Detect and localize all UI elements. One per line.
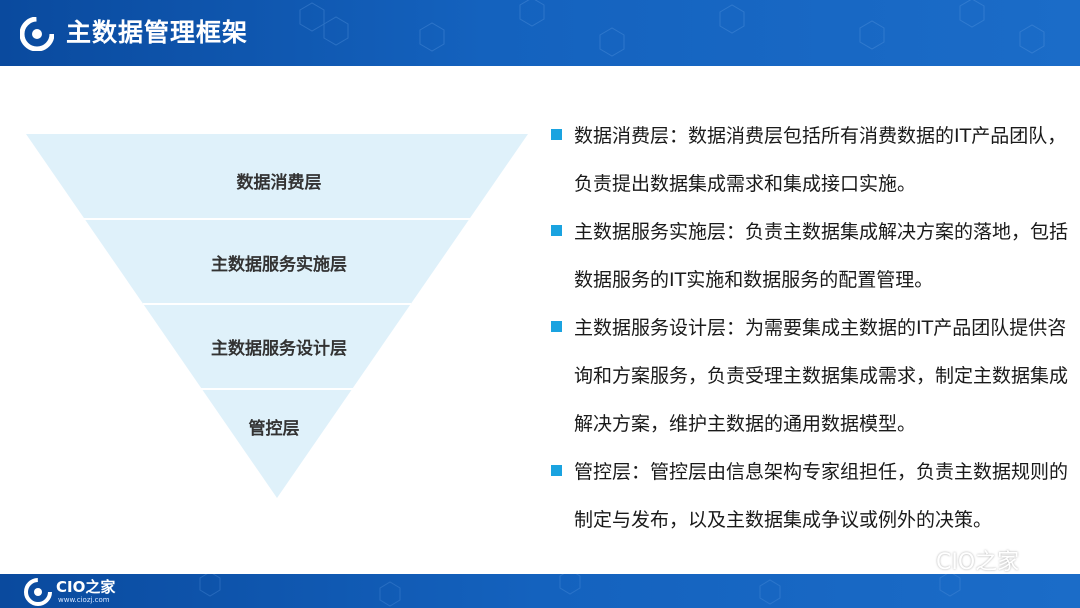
footer-bar: CIO之家 www.ciozj.com	[0, 574, 1080, 608]
list-item-text: 管控层：管控层由信息架构专家组担任，负责主数据规则的制定与发布，以及主数据集成争…	[574, 461, 1069, 531]
header-hex-pattern	[299, 0, 1045, 57]
page-title: 主数据管理框架	[66, 18, 249, 47]
list-item-text: 数据消费层：数据消费层包括所有消费数据的IT产品团队，负责提出数据集成需求和集成…	[574, 125, 1067, 195]
wechat-icon	[900, 549, 929, 571]
description-list: 数据消费层：数据消费层包括所有消费数据的IT产品团队，负责提出数据集成需求和集成…	[548, 112, 1068, 544]
list-item: 数据消费层：数据消费层包括所有消费数据的IT产品团队，负责提出数据集成需求和集成…	[548, 112, 1068, 208]
wechat-watermark: CIO之家	[900, 544, 1019, 576]
pyramid-layer-governance: 管控层	[248, 419, 300, 439]
list-item: 主数据服务实施层：负责主数据集成解决方案的落地，包括数据服务的IT实施和数据服务…	[548, 208, 1068, 304]
bullet-square-icon	[551, 465, 562, 476]
inverted-pyramid-diagram	[26, 134, 528, 498]
list-item: 管控层：管控层由信息架构专家组担任，负责主数据规则的制定与发布，以及主数据集成争…	[548, 448, 1068, 544]
list-item: 主数据服务设计层：为需要集成主数据的IT产品团队提供咨询和方案服务，负责受理主数…	[548, 304, 1068, 448]
footer-hex-pattern	[199, 574, 961, 607]
cio-logo-icon	[20, 17, 54, 51]
pyramid-shape	[26, 134, 528, 498]
bullet-square-icon	[551, 129, 562, 140]
wechat-watermark-text: CIO之家	[936, 550, 1020, 575]
cio-logo-icon	[24, 578, 52, 606]
list-item-text: 主数据服务设计层：为需要集成主数据的IT产品团队提供咨询和方案服务，负责受理主数…	[574, 317, 1069, 435]
pyramid-layer-implementation: 主数据服务实施层	[211, 255, 347, 275]
list-item-text: 主数据服务实施层：负责主数据集成解决方案的落地，包括数据服务的IT实施和数据服务…	[574, 221, 1069, 291]
footer-brand: CIO之家	[56, 578, 116, 596]
pyramid-layer-design: 主数据服务设计层	[211, 339, 347, 359]
bullet-square-icon	[551, 321, 562, 332]
bullet-square-icon	[551, 225, 562, 236]
pyramid-layer-consumption: 数据消费层	[236, 173, 322, 193]
footer-url: www.ciozj.com	[58, 596, 110, 604]
header-bar: 主数据管理框架	[0, 0, 1080, 66]
